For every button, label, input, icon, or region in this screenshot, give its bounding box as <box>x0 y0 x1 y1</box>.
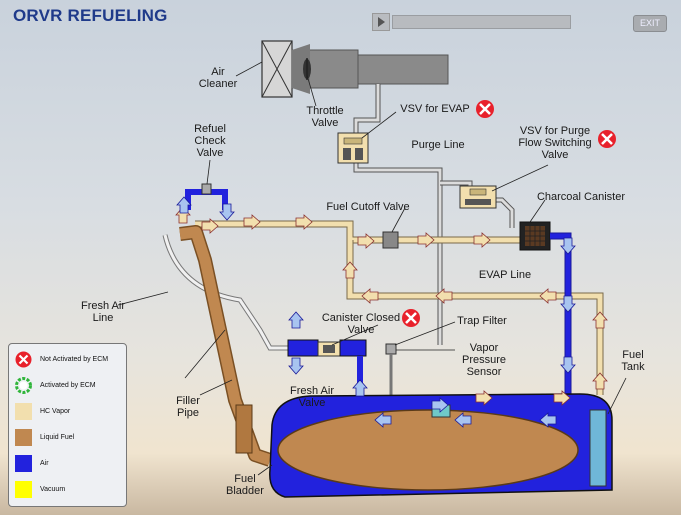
legend: Not Activated by ECM Activated by ECM HC… <box>8 343 127 507</box>
leader-lines <box>117 61 627 476</box>
canister-closed-valve <box>287 339 367 357</box>
vsv-purge-flow-switching <box>459 185 497 209</box>
hc-vapor-flow-arrow <box>295 214 313 230</box>
legend-label: Air <box>40 459 49 467</box>
air-flow-arrow <box>560 356 576 374</box>
page-title: ORVR REFUELING <box>13 6 168 25</box>
label-trap-filter: Trap Filter <box>457 315 507 327</box>
fuel-tank <box>269 393 613 498</box>
legend-row: Vacuum <box>15 480 65 498</box>
play-button[interactable] <box>372 13 390 31</box>
hc-vapor-flow-arrow <box>357 233 375 249</box>
hc-vapor-flow-arrow <box>473 232 491 248</box>
flow-arrows <box>175 196 608 428</box>
vsv-evap-not-activated-icon <box>476 100 494 118</box>
legend-label: HC Vapor <box>40 407 71 415</box>
air-flow-arrow <box>560 237 576 255</box>
vacuum-swatch <box>15 480 32 498</box>
air-flow-arrow <box>288 357 304 375</box>
refuel-check-valve <box>185 183 228 210</box>
hc-vapor-flow-arrow <box>475 390 493 406</box>
hc-vapor-flow-arrow <box>553 390 571 406</box>
vsv-for-evap <box>337 132 369 164</box>
air-line-canister <box>550 232 572 400</box>
exit-button[interactable]: EXIT <box>633 15 667 32</box>
intake-tube <box>291 44 449 94</box>
legend-row: Liquid Fuel <box>15 428 74 446</box>
legend-row: Air <box>15 454 49 472</box>
label-vsv-evap: VSV for EVAP <box>400 103 470 115</box>
hc-vapor-flow-arrow <box>539 288 557 304</box>
air-flow-arrow <box>539 412 557 428</box>
progress-bar[interactable] <box>392 15 571 29</box>
hc-vapor-flow-arrow <box>361 288 379 304</box>
charcoal-canister <box>519 221 551 251</box>
air-flow-arrow <box>176 196 192 214</box>
air-flow-arrow <box>352 379 368 397</box>
filler-pipe <box>179 225 273 467</box>
label-fuel-cutoff-valve: Fuel Cutoff Valve <box>326 201 410 213</box>
air-flow-arrow <box>219 203 235 221</box>
hc-vapor-flow-arrow <box>201 218 219 234</box>
air-swatch <box>15 454 32 472</box>
air-flow-arrow <box>560 295 576 313</box>
hc-vapor-flow-arrow <box>592 372 608 390</box>
legend-row: HC Vapor <box>15 402 70 420</box>
air-flow-arrow <box>374 412 392 428</box>
air-cleaner <box>261 40 293 98</box>
label-charcoal-canister: Charcoal Canister <box>536 191 626 203</box>
purge-line <box>353 84 515 345</box>
air-flow-arrow <box>431 397 449 413</box>
hc-vapor-flow-arrow <box>435 288 453 304</box>
label-purge-line: Purge Line <box>411 139 465 151</box>
air-flow-arrow <box>454 412 472 428</box>
fuel-cutoff-valve <box>382 231 399 249</box>
fresh-air-line <box>162 234 300 351</box>
hc-vapor-flow-arrow <box>243 214 261 230</box>
legend-row: Not Activated by ECM <box>15 350 108 368</box>
vapor-pressure-sensor <box>385 343 397 400</box>
legend-label: Activated by ECM <box>40 381 96 389</box>
legend-label: Not Activated by ECM <box>40 355 109 363</box>
hc-vapor-swatch <box>15 402 32 420</box>
legend-label: Liquid Fuel <box>40 433 75 441</box>
hc-vapor-flow-arrow <box>342 261 358 279</box>
liquid-fuel-swatch <box>15 428 32 446</box>
air-flow-arrow <box>288 311 304 329</box>
legend-row: Activated by ECM <box>15 376 96 394</box>
label-evap-line: EVAP Line <box>478 269 532 281</box>
hc-vapor-flow-arrow <box>417 232 435 248</box>
canister-valve-not-activated-icon <box>402 309 420 327</box>
hc-vapor-flow-arrow <box>592 311 608 329</box>
activated-icon <box>15 376 32 394</box>
vsv-purge-not-activated-icon <box>598 130 616 148</box>
not-activated-icon <box>15 351 32 367</box>
legend-label: Vacuum <box>40 485 66 493</box>
